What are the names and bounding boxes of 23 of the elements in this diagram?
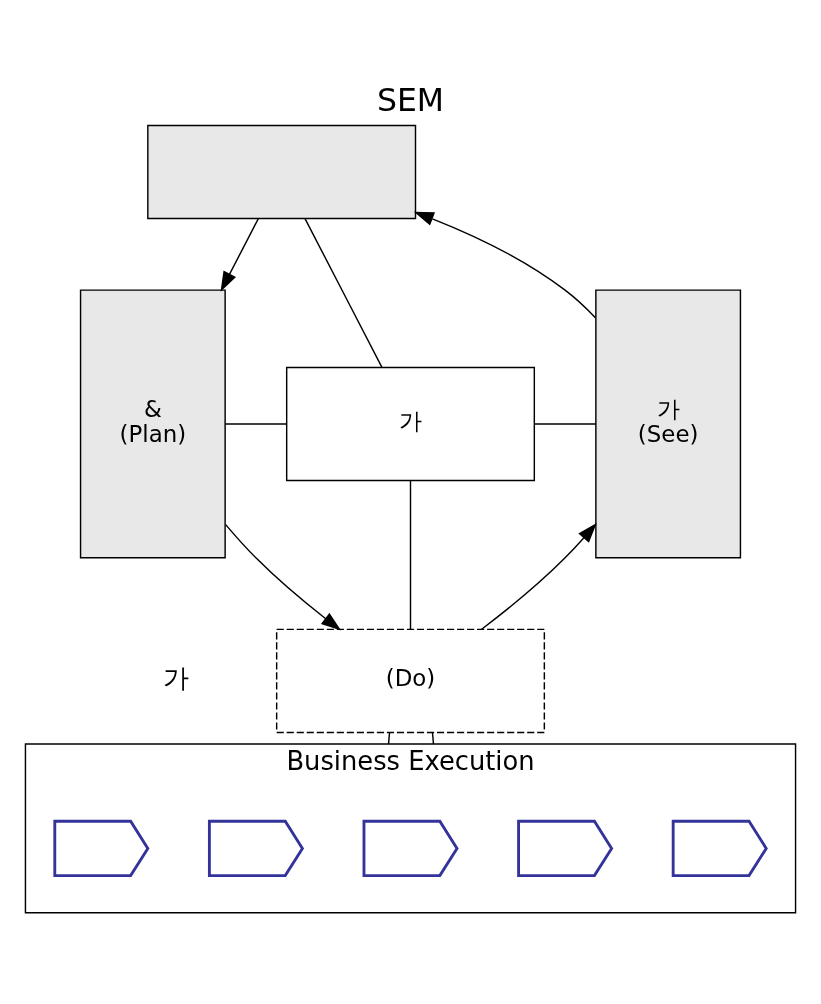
node-pentagon bbox=[362, 819, 459, 878]
arrow bbox=[480, 522, 597, 630]
arrow bbox=[224, 523, 342, 631]
connector bbox=[387, 731, 391, 745]
node-pentagon bbox=[53, 819, 150, 878]
cluster: Business Execution bbox=[24, 743, 797, 914]
node-box: & (Plan) bbox=[79, 289, 226, 559]
node-pentagon bbox=[671, 819, 768, 878]
diagram-title: SEM bbox=[376, 81, 445, 118]
connector bbox=[409, 479, 412, 630]
connector bbox=[431, 731, 435, 745]
node-pentagon bbox=[517, 819, 614, 878]
connector bbox=[534, 423, 597, 425]
node-box: (Do) bbox=[275, 628, 546, 734]
node-box: 가 (See) bbox=[595, 289, 742, 559]
connector bbox=[304, 217, 383, 369]
arrow bbox=[220, 217, 260, 292]
arrow bbox=[413, 211, 597, 319]
node-box: 가 bbox=[285, 366, 536, 482]
connector bbox=[224, 423, 288, 425]
label: 가 bbox=[162, 663, 189, 694]
node-box bbox=[147, 124, 417, 220]
node-pentagon bbox=[207, 819, 305, 878]
